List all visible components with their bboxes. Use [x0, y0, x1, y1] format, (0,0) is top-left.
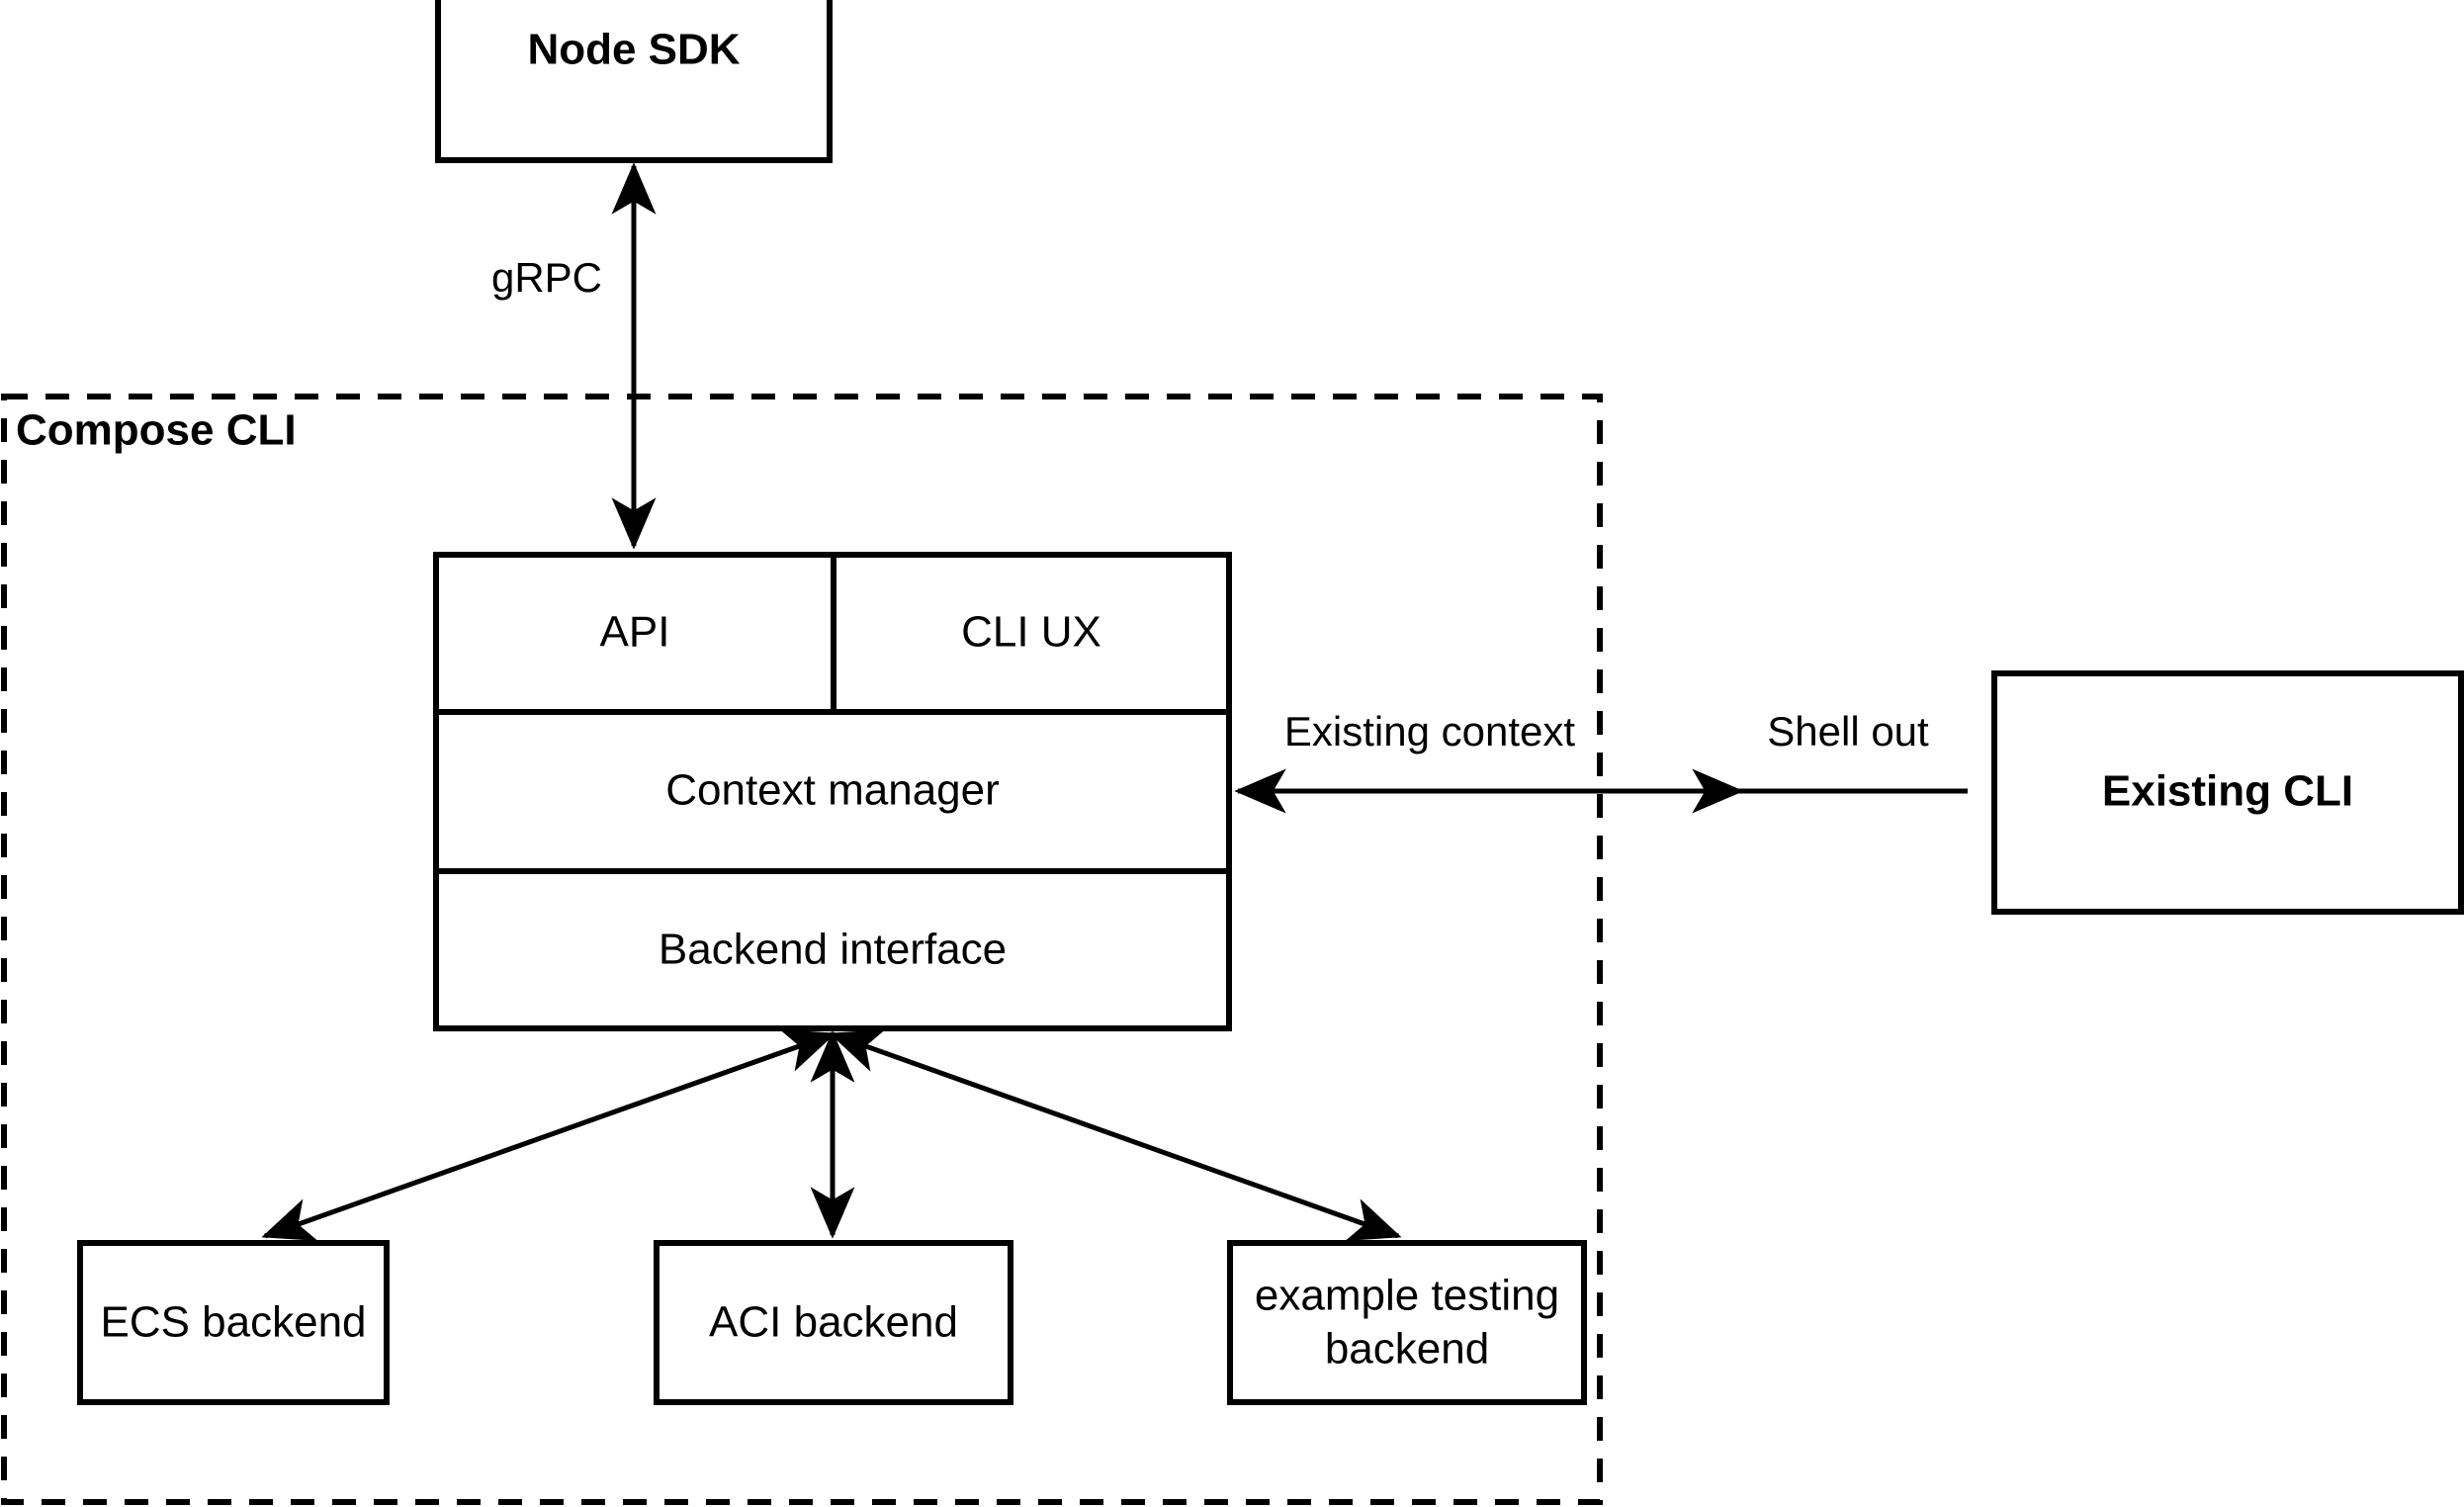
example-testing-backend-box[interactable]	[1227, 1240, 1587, 1405]
example-testing-backend-label-line2: backend	[1325, 1325, 1489, 1374]
ecs-backend-label: ECS backend	[100, 1298, 366, 1347]
grpc-edge-label: gRPC	[491, 254, 602, 301]
node-sdk-label: Node SDK	[527, 26, 740, 74]
api-label: API	[600, 608, 670, 657]
cli-ux-label: CLI UX	[961, 608, 1101, 657]
existing-cli-label: Existing CLI	[2102, 767, 2353, 816]
existing-cli-box[interactable]	[1991, 670, 2464, 915]
context-manager-label: Context manager	[665, 766, 1000, 815]
shell-out-edge-label: Shell out	[1767, 708, 1929, 754]
ecs-backend-connector	[261, 1029, 836, 1241]
compose-cli-group-boundary	[1, 394, 1603, 1505]
compose-cli-group-label: Compose CLI	[16, 406, 297, 455]
compose-cli-core-box	[433, 552, 1232, 1031]
example-testing-backend-connector	[829, 1029, 1402, 1241]
existing-context-edge-label: Existing context	[1284, 708, 1575, 754]
node-sdk-box[interactable]	[435, 0, 833, 163]
ecs-backend-box[interactable]	[77, 1240, 390, 1405]
backend-interface-label: Backend interface	[659, 926, 1007, 974]
example-testing-backend-label-line1: example testing	[1255, 1272, 1559, 1320]
aci-backend-box[interactable]	[654, 1240, 1013, 1405]
aci-backend-label: ACI backend	[709, 1298, 958, 1347]
